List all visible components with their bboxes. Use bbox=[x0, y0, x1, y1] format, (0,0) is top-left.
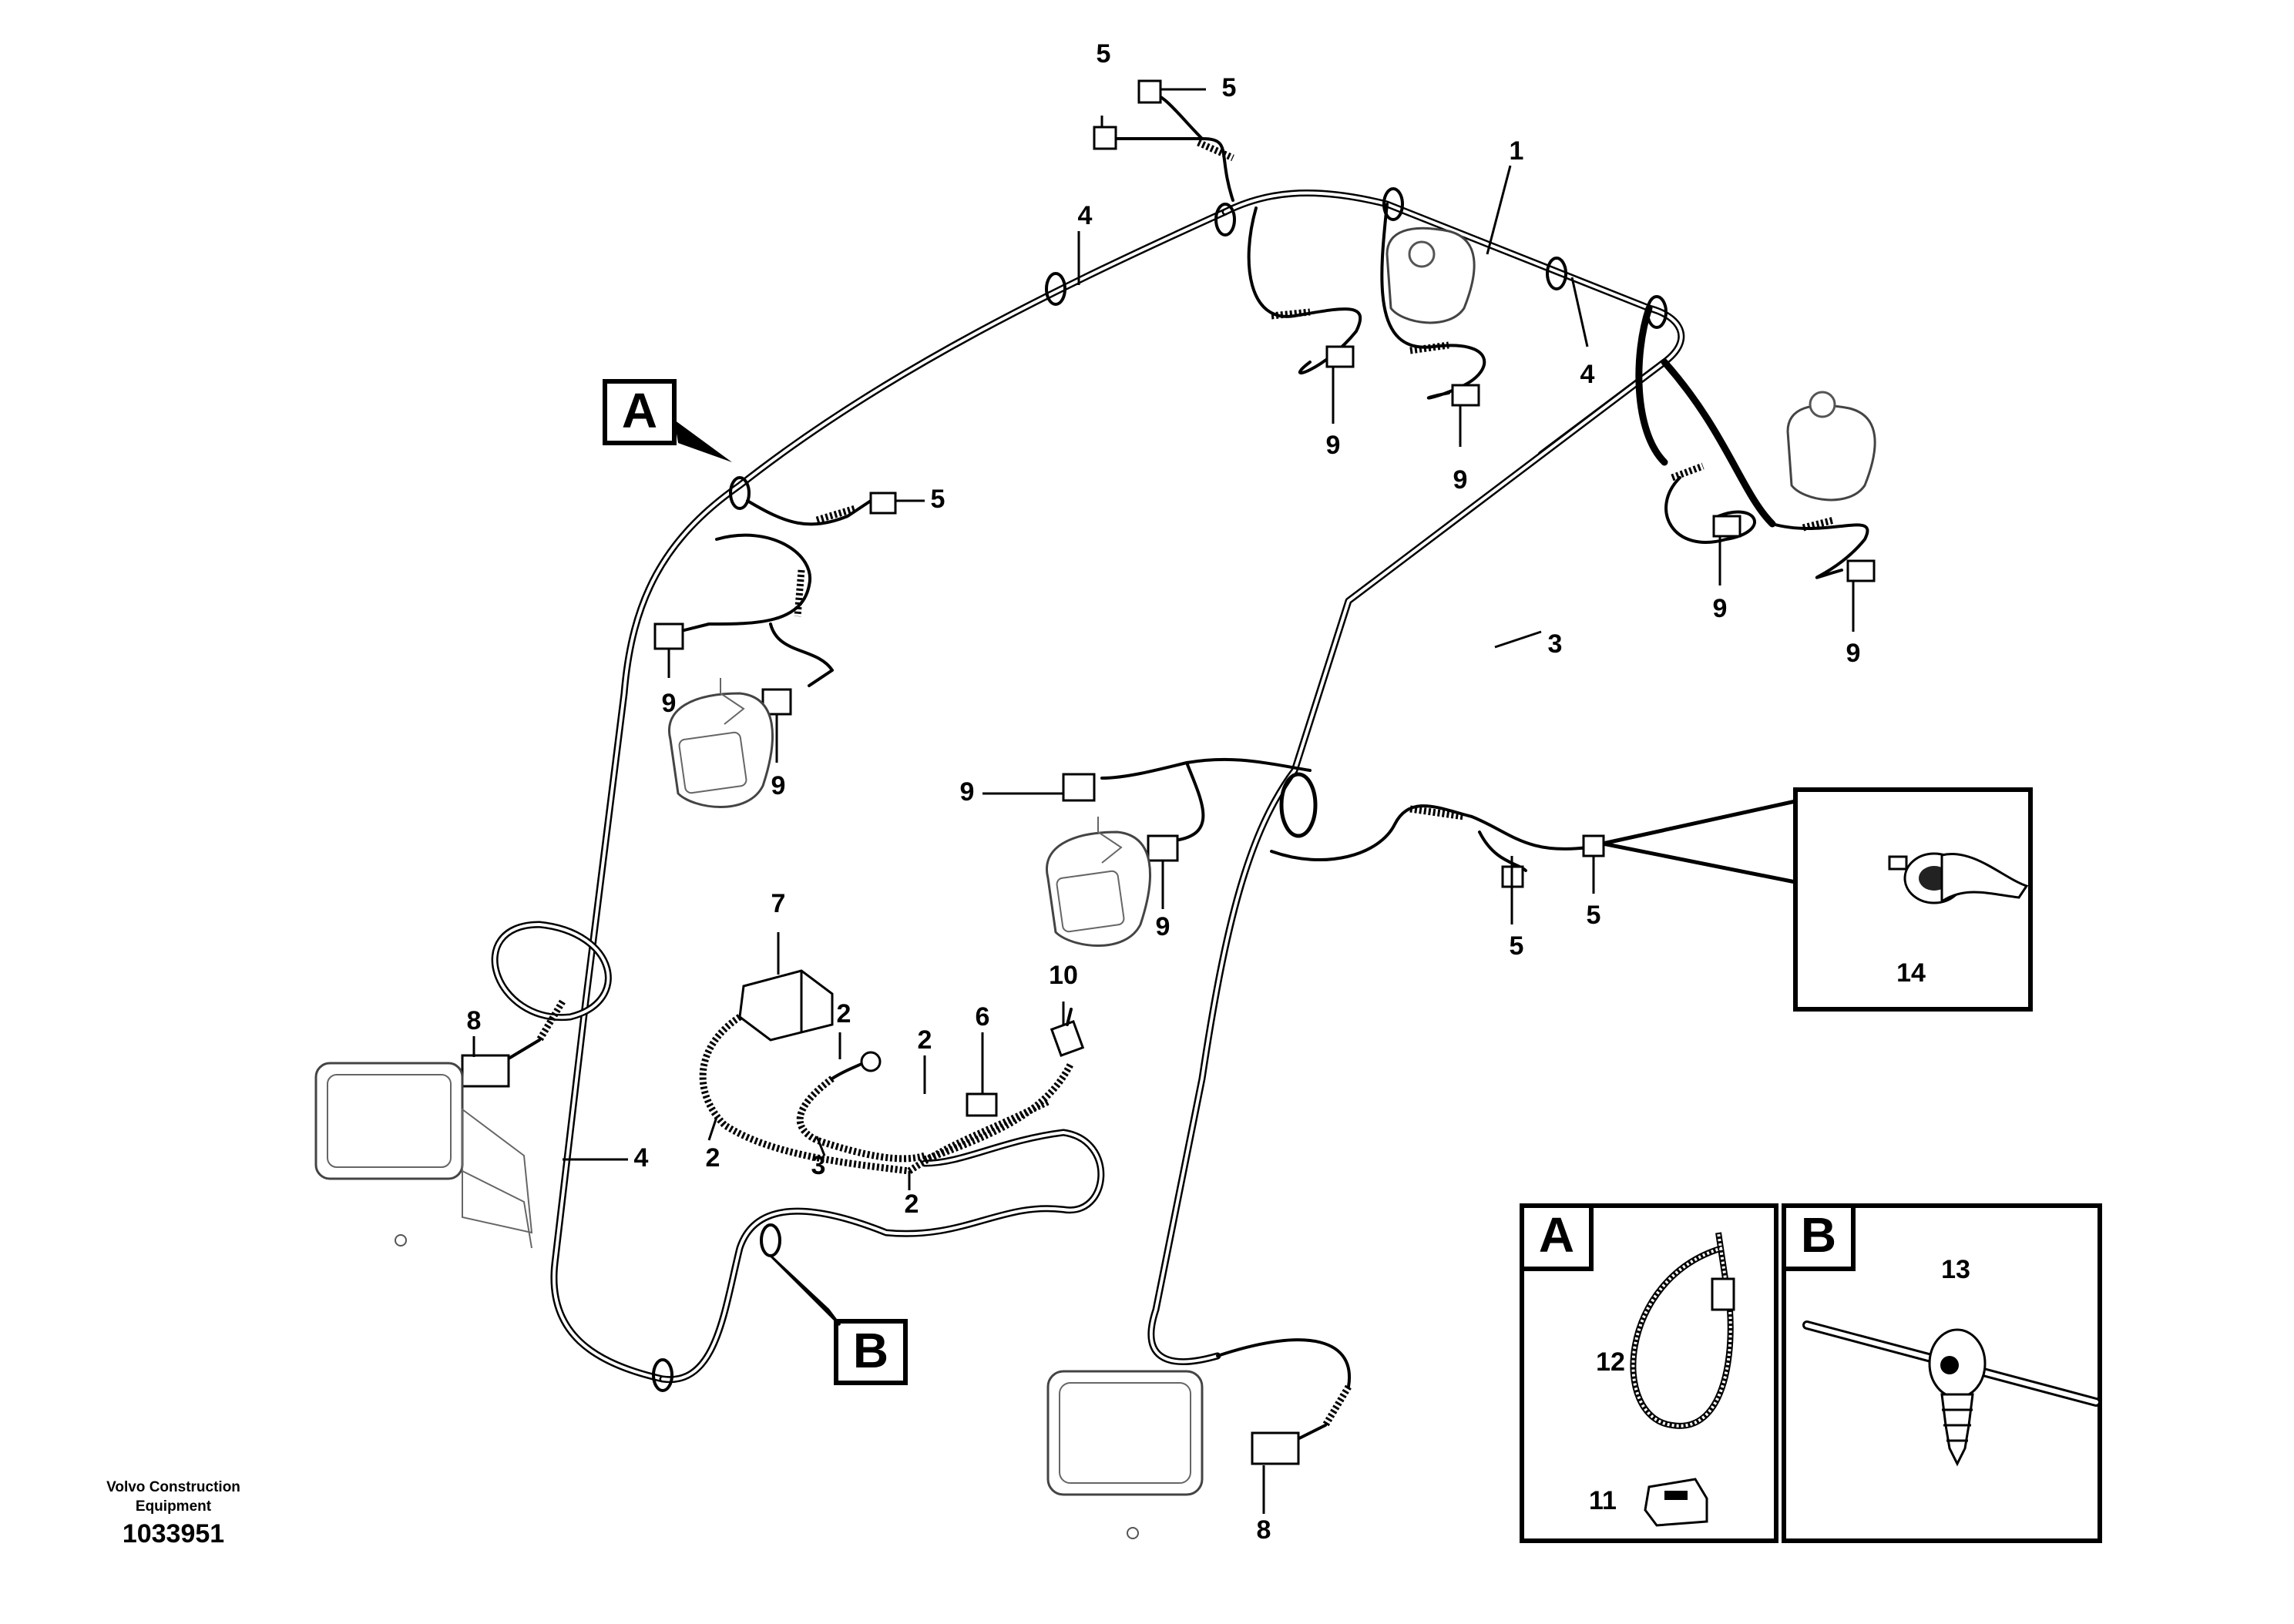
harness-3-rear-frame bbox=[1147, 358, 1668, 1365]
roof-branch-left bbox=[1247, 203, 1486, 407]
callout-4: 4 bbox=[1580, 360, 1595, 389]
sub-harness-coiled bbox=[699, 969, 1085, 1175]
callout-1: 1 bbox=[1510, 136, 1524, 166]
work-lamp-roof-left bbox=[1385, 226, 1476, 324]
detail-box-a-label: A bbox=[1539, 1207, 1574, 1263]
work-lamp-center bbox=[1046, 817, 1151, 947]
callout-12: 12 bbox=[1596, 1347, 1625, 1377]
cable-tie-part bbox=[1630, 1232, 1735, 1429]
callout-5: 5 bbox=[1510, 931, 1524, 961]
callout-9: 9 bbox=[1156, 912, 1171, 941]
callout-9: 9 bbox=[1326, 431, 1341, 460]
lamp-front-left bbox=[314, 1062, 533, 1249]
footer-manufacturer: Volvo Construction Equipment bbox=[81, 1478, 266, 1516]
callout-9: 9 bbox=[1846, 639, 1861, 668]
callout-4: 4 bbox=[1078, 201, 1093, 230]
view-marker-b: B bbox=[769, 1254, 908, 1385]
callout-2: 2 bbox=[918, 1025, 932, 1055]
callout-5: 5 bbox=[931, 485, 945, 514]
callout-6: 6 bbox=[976, 1002, 990, 1032]
footer-figure-number: 1033951 bbox=[122, 1519, 225, 1549]
detail-box-b-label: B bbox=[1801, 1207, 1836, 1263]
roof-branch-right bbox=[1664, 462, 1876, 582]
power-socket-part bbox=[1888, 852, 2029, 904]
footer-manufacturer-line1: Volvo Construction bbox=[106, 1479, 240, 1495]
callout-2: 2 bbox=[706, 1143, 720, 1173]
left-lamp-connector-8 bbox=[461, 999, 566, 1088]
callout-13: 13 bbox=[1941, 1255, 1970, 1284]
callout-2: 2 bbox=[905, 1189, 919, 1219]
right-lamp-connector-8 bbox=[1216, 1338, 1352, 1465]
callout-9: 9 bbox=[1713, 594, 1728, 623]
view-marker-a: A bbox=[603, 379, 732, 462]
callout-2: 2 bbox=[837, 999, 851, 1028]
detail-box-14 bbox=[1793, 787, 2033, 1012]
callout-11: 11 bbox=[1589, 1486, 1617, 1515]
rear-branch bbox=[1062, 757, 1605, 888]
cable-tie-mount-part bbox=[1644, 1478, 1708, 1527]
fir-tree-clip-part bbox=[1802, 1320, 2101, 1467]
view-marker-b-label: B bbox=[853, 1323, 888, 1378]
callout-3: 3 bbox=[811, 1151, 826, 1180]
view-marker-a-label: A bbox=[622, 383, 657, 438]
work-lamp-left bbox=[668, 678, 774, 808]
callout-3: 3 bbox=[1548, 629, 1563, 659]
top-connectors-5 bbox=[1093, 79, 1234, 202]
callout-8: 8 bbox=[467, 1006, 482, 1035]
harness-clips bbox=[652, 187, 1668, 1392]
detail-box-a: A bbox=[1520, 1203, 1778, 1543]
lamp-front-right bbox=[1046, 1370, 1204, 1539]
callout-5: 5 bbox=[1097, 39, 1111, 69]
callout-labels: 1 4 4 4 3 3 5 5 5 5 5 9 9 9 9 9 9 9 9 7 … bbox=[467, 39, 1970, 1545]
callout-9: 9 bbox=[662, 689, 677, 718]
callout-9: 9 bbox=[771, 771, 786, 800]
harness-bottom-loop-b bbox=[659, 1129, 1105, 1384]
callout-4: 4 bbox=[634, 1143, 649, 1173]
footer-manufacturer-line2: Equipment bbox=[135, 1498, 212, 1515]
callout-9: 9 bbox=[1453, 465, 1468, 495]
callout-7: 7 bbox=[771, 889, 786, 918]
callout-14: 14 bbox=[1896, 958, 1926, 988]
callout-5: 5 bbox=[1587, 901, 1601, 930]
harness-left-lamp-loop bbox=[491, 921, 612, 1021]
harness-4-front-frame bbox=[550, 208, 1229, 1383]
work-lamp-roof-right bbox=[1786, 391, 1876, 502]
detail-box-b: B bbox=[1782, 1203, 2102, 1543]
callout-9: 9 bbox=[960, 777, 975, 807]
callout-5: 5 bbox=[1222, 73, 1237, 102]
callout-10: 10 bbox=[1049, 961, 1078, 990]
callout-8: 8 bbox=[1257, 1515, 1271, 1545]
harness-roof-right-loop bbox=[1635, 304, 1776, 528]
